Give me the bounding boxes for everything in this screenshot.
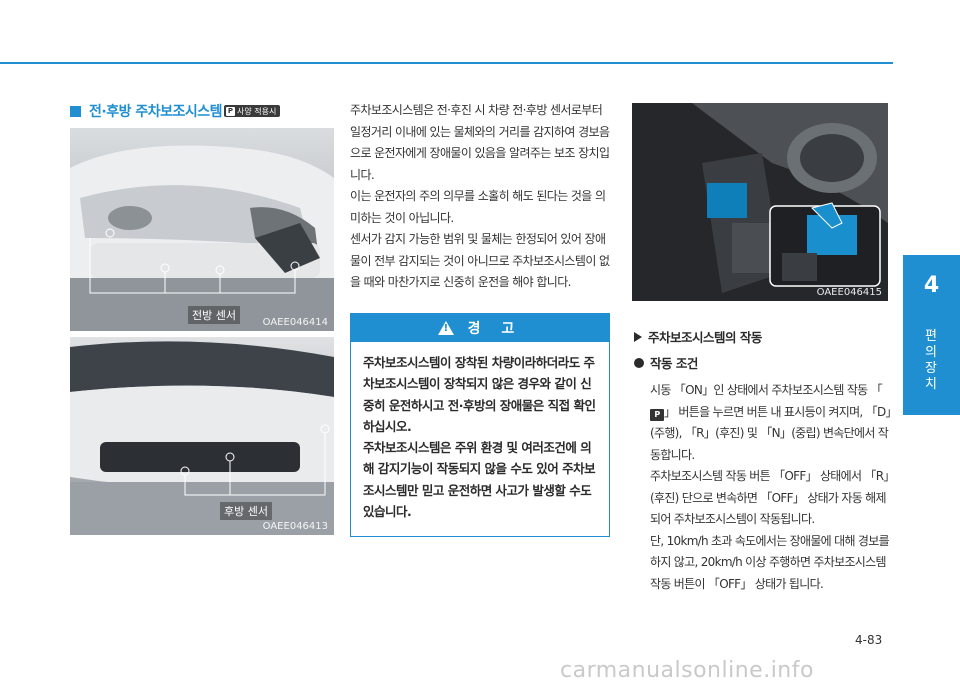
front-car-illustration: [70, 128, 334, 331]
heading-square-icon: [70, 105, 81, 117]
intro-paragraph: 이는 운전자의 주의 의무를 소홀히 해도 된다는 것을 의미하는 것이 아닙니…: [350, 189, 606, 225]
warning-triangle-icon: !: [437, 321, 454, 335]
intro-paragraph: 주차보조시스템은 전·후진 시 차량 전·후방 센서로부터 일정거리 이내에 있…: [350, 103, 610, 182]
warning-body: 주차보조시스템이 장착된 차량이라하더라도 주차보조시스템이 장착되지 않은 경…: [351, 342, 609, 522]
console-photo-code: OAEE046415: [816, 287, 882, 298]
operation-text-part: 」 버튼을 누르면 버튼 내 표시등이 켜지며, 「D」(주행), 「R」(후진…: [650, 404, 892, 462]
condition-title: 작동 조건: [650, 356, 698, 371]
parking-button-icon: P: [650, 408, 664, 421]
chapter-title: 편의 장치: [925, 329, 937, 392]
bullet-dot-icon: [634, 357, 644, 368]
front-photo-code: OAEE046414: [262, 317, 328, 328]
chapter-number: 4: [923, 273, 940, 298]
rear-sensor-photo: 후방 센서 OAEE046413: [70, 337, 334, 535]
operation-title: 주차보조시스템의 작동: [648, 330, 762, 345]
rear-photo-code: OAEE046413: [262, 521, 328, 532]
warning-paragraph: 주차보조시스템이 장착된 차량이라하더라도 주차보조시스템이 장착되지 않은 경…: [363, 355, 596, 434]
page-number: 4-83: [855, 633, 883, 647]
warning-header: ! 경 고: [351, 314, 609, 342]
operation-text-part: 시동 「ON」인 상태에서 주차보조시스템 작동 「: [650, 383, 883, 397]
triangle-arrow-icon: [634, 331, 642, 342]
operation-paragraph: 단, 10km/h 초과 속도에서는 장애물에 대해 경보를 하지 않고, 20…: [650, 533, 890, 591]
condition-heading: 작동 조건: [634, 353, 698, 372]
top-rule: [0, 62, 893, 64]
rear-sensor-caption: 후방 센서: [220, 502, 272, 520]
console-button-photo: OAEE046415: [632, 103, 888, 301]
warning-title: 경 고: [467, 321, 523, 337]
option-badge-label: 사양 적용시: [237, 106, 277, 116]
warning-box: ! 경 고 주차보조시스템이 장착된 차량이라하더라도 주차보조시스템이 장착되…: [350, 313, 610, 537]
watermark: carmanualsonline.info: [560, 658, 814, 683]
operation-paragraph: 시동 「ON」인 상태에서 주차보조시스템 작동 「 P」 버튼을 누르면 버튼 …: [650, 380, 895, 466]
p-badge-icon: P: [226, 106, 235, 116]
intro-paragraph: 센서가 감지 가능한 범위 및 물체는 한정되어 있어 장애물이 전부 감지되는…: [350, 232, 610, 289]
operation-heading: 주차보조시스템의 작동: [634, 327, 762, 346]
operation-paragraph: 주차보조시스템 작동 버튼 「OFF」 상태에서 「R」(후진) 단으로 변속하…: [650, 469, 895, 526]
chapter-tab[interactable]: 4 편의 장치: [903, 255, 960, 415]
front-sensor-caption: 전방 센서: [188, 306, 240, 324]
section-title: 전·후방 주차보조시스템: [89, 104, 223, 120]
intro-text: 주차보조시스템은 전·후진 시 차량 전·후방 센서로부터 일정거리 이내에 있…: [350, 100, 610, 294]
console-illustration: [632, 103, 888, 301]
operation-text: 시동 「ON」인 상태에서 주차보조시스템 작동 「 P」 버튼을 누르면 버튼 …: [650, 380, 895, 595]
front-sensor-photo: 전방 센서 OAEE046414: [70, 128, 334, 331]
rear-car-illustration: [70, 337, 334, 535]
warning-paragraph: 주차보조시스템은 주위 환경 및 여러조건에 의해 감지기능이 작동되지 않을 …: [363, 440, 596, 520]
